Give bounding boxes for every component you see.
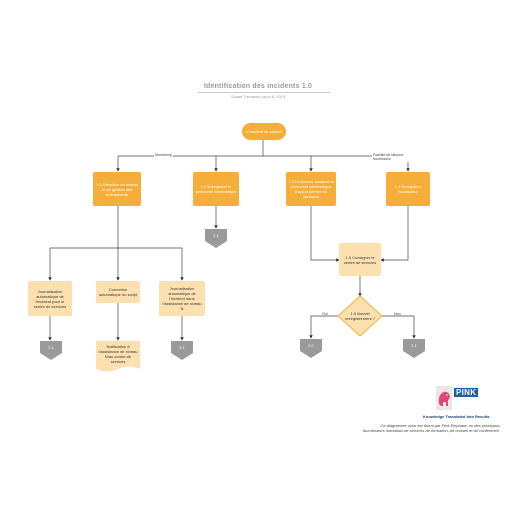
offpage-shape-2-1-b bbox=[40, 341, 62, 360]
offpage-label-c: 2.1 bbox=[179, 345, 185, 350]
offpage-shape-2-0 bbox=[300, 339, 322, 358]
offpage-label-yes: 2.0 bbox=[308, 343, 314, 348]
connector-no bbox=[382, 315, 416, 339]
decision-diamond bbox=[337, 295, 383, 337]
brand-logo-text: PINK bbox=[454, 388, 479, 397]
process-1-3: 1.3 Le Bureau contacte le personnel info… bbox=[286, 172, 336, 206]
connector-1-4-to-1-5 bbox=[380, 206, 409, 262]
process-1-4: 1.4 Enregistrer fournisseur bbox=[386, 172, 430, 206]
auto-script-correction: Correction automatique du script bbox=[96, 281, 140, 303]
process-1-2: 1.2 Enregistrer le personnel informatiqu… bbox=[193, 172, 239, 206]
edge-label-vendor: Fiabilité de tâtonne fournisseur bbox=[372, 153, 412, 162]
page-title: Identification des incidents 1.0 bbox=[203, 83, 313, 90]
decision-1-6-label: 1.6 Nouvel enregistrement ? bbox=[344, 311, 375, 321]
start-terminator: L'incident se produit bbox=[242, 123, 286, 140]
edge-label-monitoring: Monitoring bbox=[154, 153, 173, 157]
offpage-shape-2-1-d bbox=[403, 339, 425, 358]
connector-yes bbox=[309, 315, 338, 339]
offpage-label-a: 2.1 bbox=[213, 233, 219, 238]
document-shape bbox=[96, 341, 140, 372]
offpage-shapes bbox=[40, 229, 425, 360]
offpage-label-b: 2.1 bbox=[48, 345, 54, 350]
edge-label-no: Non bbox=[394, 312, 401, 316]
diagram-credits: Ce diagramme vous est fourni par Pink El… bbox=[362, 423, 500, 434]
brand-tagline: Knowledge Translated Into Results bbox=[423, 414, 490, 419]
auto-log-service-desk: Journalisation automatique de l'incident… bbox=[28, 281, 72, 316]
edge-label-yes: Oui bbox=[322, 312, 328, 316]
elephant-logo-icon bbox=[436, 386, 452, 410]
notification-document: Notification à l'assistance de niveau N/… bbox=[98, 344, 138, 364]
process-1-5: 1.5 Consigner le centre de services bbox=[339, 243, 381, 276]
offpage-shape-2-1-c bbox=[171, 341, 193, 360]
auto-log-level-n: Journalisation automatique de l'incident… bbox=[159, 281, 205, 316]
process-1-1: 1.1 Sélection de réseau et de gestion de… bbox=[93, 172, 141, 206]
title-divider bbox=[198, 92, 330, 93]
connector-1-3-to-1-5 bbox=[310, 206, 340, 262]
offpage-label-no: 2.1 bbox=[411, 343, 417, 348]
offpage-shape-2-1-a bbox=[205, 229, 227, 248]
page-subtitle: Susan Trevassa | April 8, 2015 bbox=[230, 94, 286, 99]
